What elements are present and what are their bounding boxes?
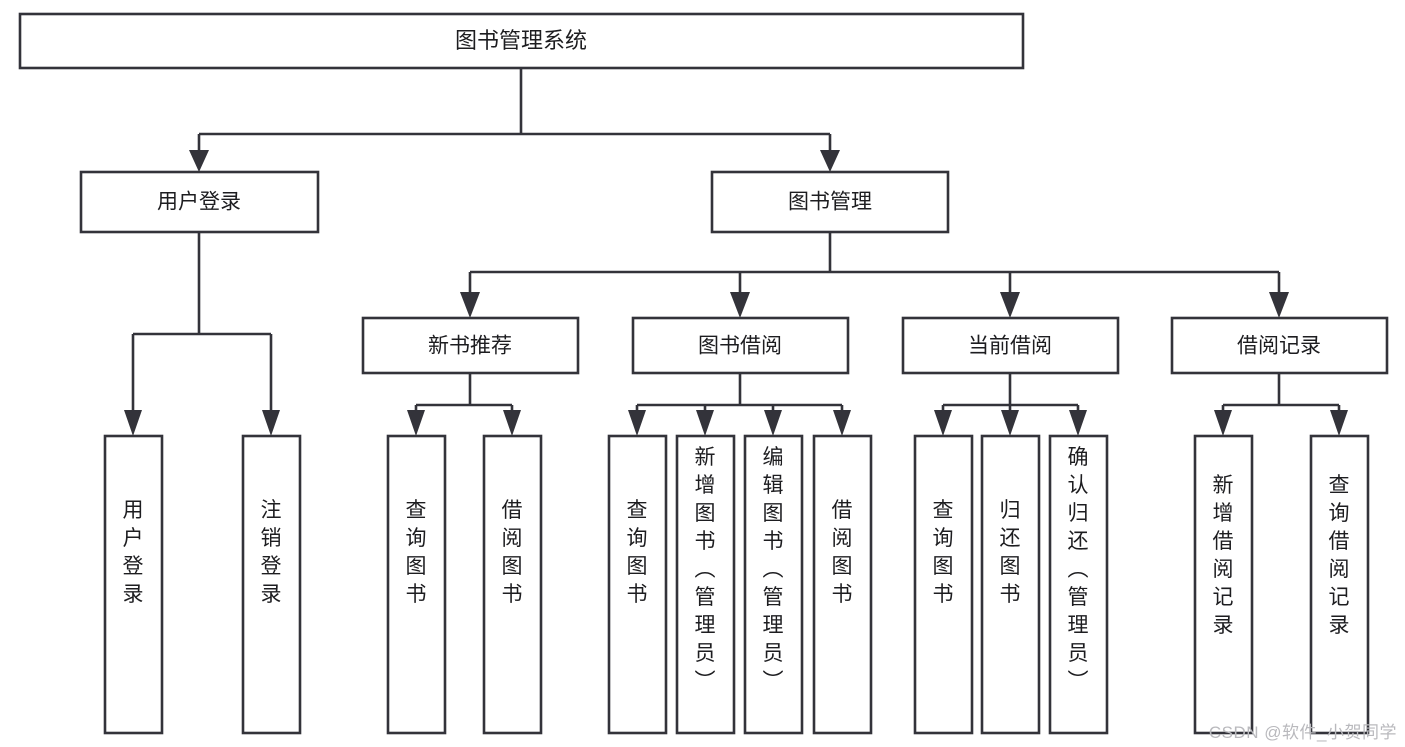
node-leaf-user-login-box[interactable] (103, 434, 164, 735)
node-leaf-user-login-label: 用户登录 (123, 499, 144, 606)
arrowhead-borrow (730, 292, 750, 318)
node-leaf-add-book-box[interactable] (675, 434, 736, 735)
arrowhead-login (189, 150, 209, 172)
node-newbook[interactable]: 新书推荐 (361, 316, 580, 375)
node-leaf-user-logout-box[interactable] (241, 434, 302, 735)
node-leaf-query-book-2-box[interactable] (607, 434, 668, 735)
node-leaf-confirm-return-label: 确认归还︵管理员︶ (1068, 446, 1089, 693)
node-leaf-query-record[interactable]: 查询借阅记录 (1309, 434, 1370, 735)
node-newbook-label: 新书推荐 (428, 335, 512, 358)
arrowhead-query-book-1 (407, 410, 425, 436)
arrowhead-add-book (696, 410, 714, 436)
node-root-label: 图书管理系统 (455, 28, 587, 53)
node-borrow[interactable]: 图书借阅 (631, 316, 850, 375)
arrowhead-records (1269, 292, 1289, 318)
node-leaf-add-record-label: 新增借阅记录 (1213, 474, 1234, 637)
node-leaf-confirm-return-box[interactable] (1048, 434, 1109, 735)
connector-layer (124, 68, 1348, 436)
node-leaf-query-book-1[interactable]: 查询图书 (386, 434, 447, 735)
node-leaf-query-book-3[interactable]: 查询图书 (913, 434, 974, 735)
csdn-watermark: CSDN @软件_小贺同学 (1208, 723, 1397, 742)
arrowhead-query-book-2 (628, 410, 646, 436)
arrowhead-query-record (1330, 410, 1348, 436)
node-leaf-user-login[interactable]: 用户登录 (103, 434, 164, 735)
node-leaf-query-book-2[interactable]: 查询图书 (607, 434, 668, 735)
node-bookmgmt[interactable]: 图书管理 (710, 170, 950, 234)
node-current-box[interactable] (901, 316, 1120, 375)
node-leaf-borrow-book-1[interactable]: 借阅图书 (482, 434, 543, 735)
node-leaf-add-book[interactable]: 新增图书︵管理员︶ (675, 434, 736, 735)
node-leaf-edit-book[interactable]: 编辑图书︵管理员︶ (743, 434, 804, 735)
node-leaf-borrow-book-2-box[interactable] (812, 434, 873, 735)
node-leaf-user-logout[interactable]: 注销登录 (241, 434, 302, 735)
node-records[interactable]: 借阅记录 (1170, 316, 1389, 375)
node-current-label: 当前借阅 (968, 335, 1052, 358)
node-leaf-return-book-box[interactable] (980, 434, 1041, 735)
node-leaf-edit-book-label: 编辑图书︵管理员︶ (763, 446, 784, 693)
node-root[interactable]: 图书管理系统 (18, 12, 1025, 70)
arrowhead-newbook (460, 292, 480, 318)
node-current[interactable]: 当前借阅 (901, 316, 1120, 375)
arrowhead-borrow-book-1 (503, 410, 521, 436)
node-leaf-edit-book-box[interactable] (743, 434, 804, 735)
node-login-label: 用户登录 (157, 191, 241, 214)
node-leaf-query-book-3-box[interactable] (913, 434, 974, 735)
node-leaf-return-book-label: 归还图书 (1000, 499, 1021, 606)
node-records-box[interactable] (1170, 316, 1389, 375)
node-newbook-box[interactable] (361, 316, 580, 375)
node-leaf-borrow-book-1-box[interactable] (482, 434, 543, 735)
arrowhead-user-login (124, 410, 142, 436)
node-leaf-return-book[interactable]: 归还图书 (980, 434, 1041, 735)
arrowhead-confirm-return (1069, 410, 1087, 436)
node-bookmgmt-label: 图书管理 (788, 191, 872, 214)
node-leaf-query-book-3-label: 查询图书 (933, 499, 954, 606)
node-leaf-query-book-2-label: 查询图书 (627, 499, 648, 606)
node-borrow-box[interactable] (631, 316, 850, 375)
arrowhead-current (1000, 292, 1020, 318)
node-bookmgmt-box[interactable] (710, 170, 950, 234)
arrowhead-add-record (1214, 410, 1232, 436)
node-leaf-user-logout-label: 注销登录 (261, 499, 282, 606)
node-leaf-borrow-book-1-label: 借阅图书 (502, 499, 523, 606)
arrowhead-query-book-3 (934, 410, 952, 436)
node-root-box[interactable] (18, 12, 1025, 70)
node-leaf-borrow-book-2[interactable]: 借阅图书 (812, 434, 873, 735)
arrowhead-bookmgmt (820, 150, 840, 172)
node-leaf-add-record-box[interactable] (1193, 434, 1254, 735)
arrowhead-return-book (1001, 410, 1019, 436)
node-records-label: 借阅记录 (1237, 335, 1321, 358)
node-leaf-query-book-1-box[interactable] (386, 434, 447, 735)
arrowhead-user-logout (262, 410, 280, 436)
node-leaf-query-record-box[interactable] (1309, 434, 1370, 735)
arrowhead-borrow-book-2 (833, 410, 851, 436)
node-login-box[interactable] (79, 170, 320, 234)
node-leaf-confirm-return[interactable]: 确认归还︵管理员︶ (1048, 434, 1109, 735)
node-leaf-add-book-label: 新增图书︵管理员︶ (695, 446, 716, 693)
node-login[interactable]: 用户登录 (79, 170, 320, 234)
node-leaf-add-record[interactable]: 新增借阅记录 (1193, 434, 1254, 735)
node-borrow-label: 图书借阅 (698, 335, 782, 358)
node-leaf-borrow-book-2-label: 借阅图书 (832, 499, 853, 606)
node-leaf-query-record-label: 查询借阅记录 (1329, 474, 1350, 637)
arrowhead-edit-book (764, 410, 782, 436)
node-leaf-query-book-1-label: 查询图书 (406, 499, 427, 606)
